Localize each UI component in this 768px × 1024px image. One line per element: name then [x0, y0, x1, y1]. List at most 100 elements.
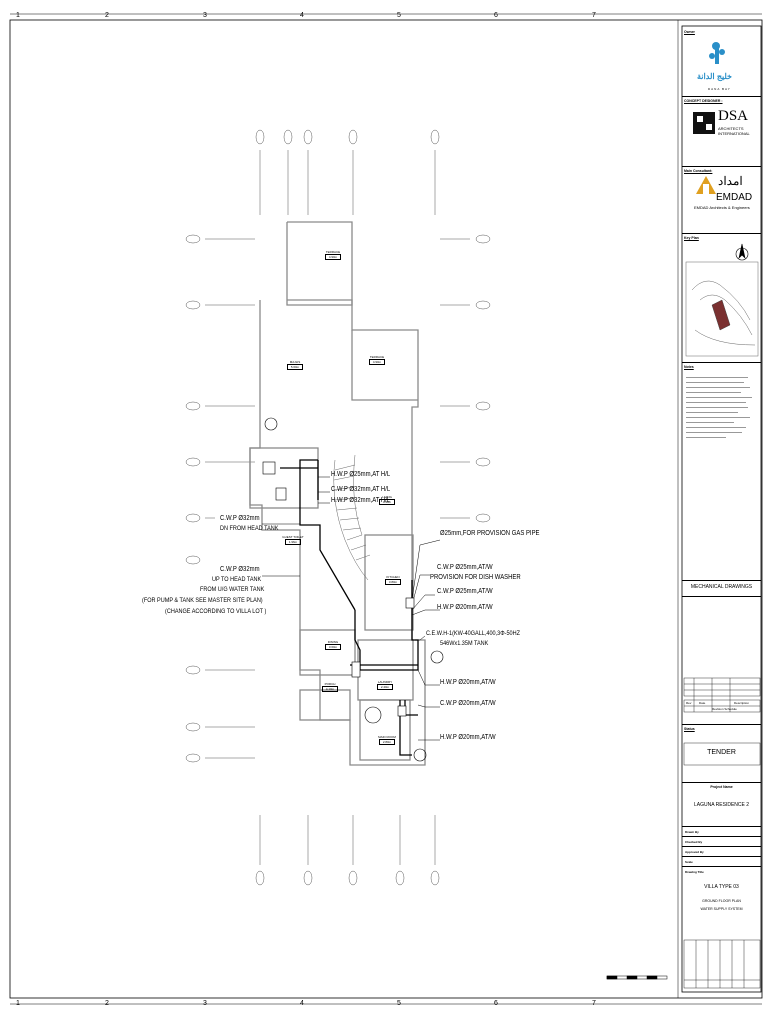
pipe-annotation: H.W.P Ø20mm,AT/W [440, 679, 496, 686]
divider [682, 166, 761, 167]
mep-sub: EMDAD Architects & Engineers [694, 205, 750, 210]
ruler-number: 2 [105, 12, 109, 19]
pipe-annotation: C.W.P Ø25mm,AT/W [437, 588, 493, 595]
divider [682, 846, 761, 847]
room-size: 1.96m [285, 539, 301, 545]
description-header: Description [734, 701, 750, 705]
pipe-annotation: C.W.P Ø32mm [220, 515, 260, 522]
owner-label: Owner [684, 30, 695, 34]
ruler-number: 1 [16, 1000, 20, 1007]
discipline-title: MECHANICAL DRAWINGS [690, 584, 753, 590]
scale-bar [606, 975, 668, 980]
pipe-annotation: C.W.P Ø32mm,AT H/L [331, 486, 391, 493]
divider [682, 866, 761, 867]
ruler-number: 6 [494, 1000, 498, 1007]
emdad-logo [696, 176, 716, 194]
north-arrow-icon [735, 243, 749, 261]
approved-label: Approved By [685, 850, 704, 854]
room-size: 4.40m [379, 499, 395, 505]
room-size: 5.60m [287, 364, 303, 370]
ruler-number: 5 [397, 12, 401, 19]
divider [682, 836, 761, 837]
building-walls [249, 221, 426, 766]
title-label: Drawing Title [685, 870, 704, 874]
divider [682, 580, 761, 581]
rev-header: Rev [686, 701, 692, 705]
room-size: 2.40m [377, 684, 393, 690]
room-size: 4.10m [322, 686, 338, 692]
ruler-number: 3 [203, 12, 207, 19]
drawing-title-2: GROUND FLOOR PLAN [702, 899, 741, 903]
concept-name: DSA [718, 108, 749, 124]
stair [333, 454, 371, 581]
concept-label: CONCEPT DESIGNER : [684, 99, 723, 103]
owner-name: خليج الدانة [697, 72, 732, 81]
owner-name-en: DANA BAY [708, 87, 731, 91]
divider [682, 596, 761, 597]
pipe-annotation: C.W.P Ø25mm,AT/W [437, 564, 493, 571]
pipe-annotation: H.W.P Ø20mm,AT/W [440, 734, 496, 741]
room-name: MAJLIS [289, 360, 301, 364]
pipe-annotation: C.E.W.H-1(KW-40GALL,400,3Φ-50HZ [426, 630, 520, 637]
drawn-label: Drawn By [685, 830, 699, 834]
ruler-number: 6 [494, 12, 498, 19]
grid-lines-rows [185, 234, 491, 763]
room-name: LIVING [382, 495, 392, 499]
ruler-number: 7 [592, 12, 596, 19]
mep-name: EMDAD [716, 192, 753, 203]
pipe-annotation: FROM U/G WATER TANK [200, 586, 265, 593]
divider [682, 856, 761, 857]
project-name: LAGUNA RESIDENCE 2 [693, 802, 750, 808]
pipe-annotation: C.W.P Ø20mm,AT/W [440, 700, 496, 707]
mep-arabic: امداد [718, 174, 743, 188]
status-value: TENDER [707, 749, 736, 756]
pipe-annotation: Ø25mm,FOR PROVISION GAS PIPE [440, 530, 540, 537]
drawing-title-1: VILLA TYPE 03 [704, 884, 739, 890]
pipe-annotation: PROVISION FOR DISH WASHER [430, 574, 521, 581]
divider [682, 362, 761, 363]
ruler-number: 2 [105, 1000, 109, 1007]
grid-lines-bottom [255, 815, 440, 886]
pipe-annotation: H.W.P Ø32mm,AT H/L [331, 497, 391, 504]
concept-sub2: INTERNATIONAL [718, 131, 750, 136]
room-name: TERRACE [369, 355, 385, 359]
equipment [262, 417, 444, 762]
pipe-annotation: (CHANGE ACCORDING TO VILLA LOT ) [165, 608, 267, 615]
room-size: 4.90m [325, 254, 341, 260]
ruler-number: 4 [300, 1000, 304, 1007]
ruler-number: 3 [203, 1000, 207, 1007]
status-label: Status [684, 727, 695, 731]
keyplan-label: Key Plan [684, 236, 699, 240]
room-size: 3.60m [325, 644, 341, 650]
room-size: 2.80m [379, 739, 395, 745]
leader-lines [262, 476, 441, 741]
concept-sub1: ARCHITECTS [718, 126, 744, 131]
pipe-annotation: UP TO HEAD TANK [212, 576, 262, 583]
revision-table [683, 677, 761, 989]
divider [682, 826, 761, 827]
room-name: MAID ROOM [378, 735, 396, 739]
ruler-number: 5 [397, 1000, 401, 1007]
key-plan-image [685, 261, 759, 357]
ruler-number: 7 [592, 1000, 596, 1007]
room-name: TERRACE [325, 250, 341, 254]
room-name: DINING [327, 640, 339, 644]
date-header: Date [699, 701, 706, 705]
ruler-number: 1 [16, 12, 20, 19]
owner-logo [709, 42, 725, 64]
notes-label: Notes [684, 365, 694, 369]
room-name: KITCHEN [386, 575, 400, 579]
ruler-number: 4 [300, 12, 304, 19]
divider [682, 724, 761, 725]
room-size: 3.80m [385, 579, 401, 585]
dsa-logo [693, 112, 715, 134]
pipe-annotation: 546Wx1.35M TANK [440, 640, 489, 647]
